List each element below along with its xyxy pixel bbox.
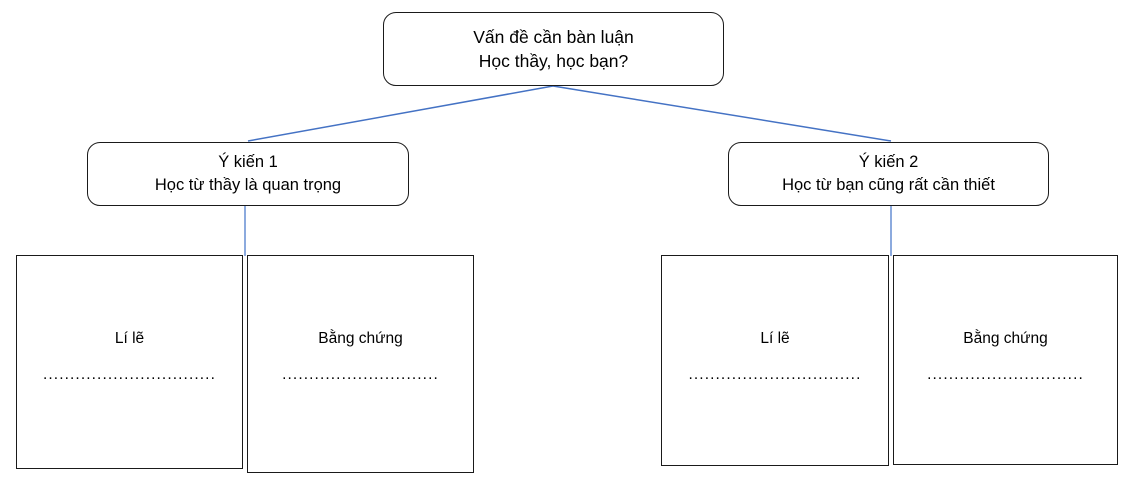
reason-box-1: Lí lẽ ................................: [16, 255, 243, 469]
topic-title-line-1: Vấn đề cần bàn luận: [473, 26, 634, 47]
evidence-box-1: Bằng chứng .............................: [247, 255, 474, 473]
reason-box-2-content: Lí lẽ ................................: [662, 330, 888, 382]
opinion-1-box: Ý kiến 1 Học từ thầy là quan trọng: [87, 142, 409, 206]
connector-topic-to-opinion-2: [552, 85, 892, 142]
reason-box-1-content: Lí lẽ ................................: [17, 330, 242, 382]
opinion-1-heading: Ý kiến 1: [218, 153, 278, 172]
reason-box-2: Lí lẽ ................................: [661, 255, 889, 466]
evidence-box-2: Bằng chứng .............................: [893, 255, 1118, 465]
evidence-box-2-content: Bằng chứng .............................: [894, 330, 1117, 382]
topic-title-line-2: Học thầy, học bạn?: [478, 51, 629, 71]
topic-box: Vấn đề cần bàn luận Học thầy, học bạn?: [383, 12, 724, 86]
evidence-box-2-blank-line: .............................: [927, 365, 1084, 383]
reason-box-2-blank-line: ................................: [688, 365, 862, 383]
reason-box-2-title: Lí lẽ: [760, 330, 790, 347]
opinion-1-subheading: Học từ thầy là quan trọng: [154, 176, 342, 194]
reason-box-1-blank-line: ................................: [42, 365, 216, 383]
evidence-box-1-title: Bằng chứng: [318, 330, 403, 347]
opinion-2-subheading: Học từ bạn cũng rất cần thiết: [782, 176, 995, 194]
evidence-box-1-blank-line: .............................: [282, 365, 439, 383]
opinion-2-heading: Ý kiến 2: [858, 153, 919, 172]
reason-box-1-title: Lí lẽ: [114, 330, 145, 347]
evidence-box-2-title: Bằng chứng: [963, 330, 1048, 347]
connector-topic-to-opinion-1: [247, 85, 554, 142]
opinion-2-box: Ý kiến 2 Học từ bạn cũng rất cần thiết: [728, 142, 1049, 206]
evidence-box-1-content: Bằng chứng .............................: [248, 330, 473, 382]
